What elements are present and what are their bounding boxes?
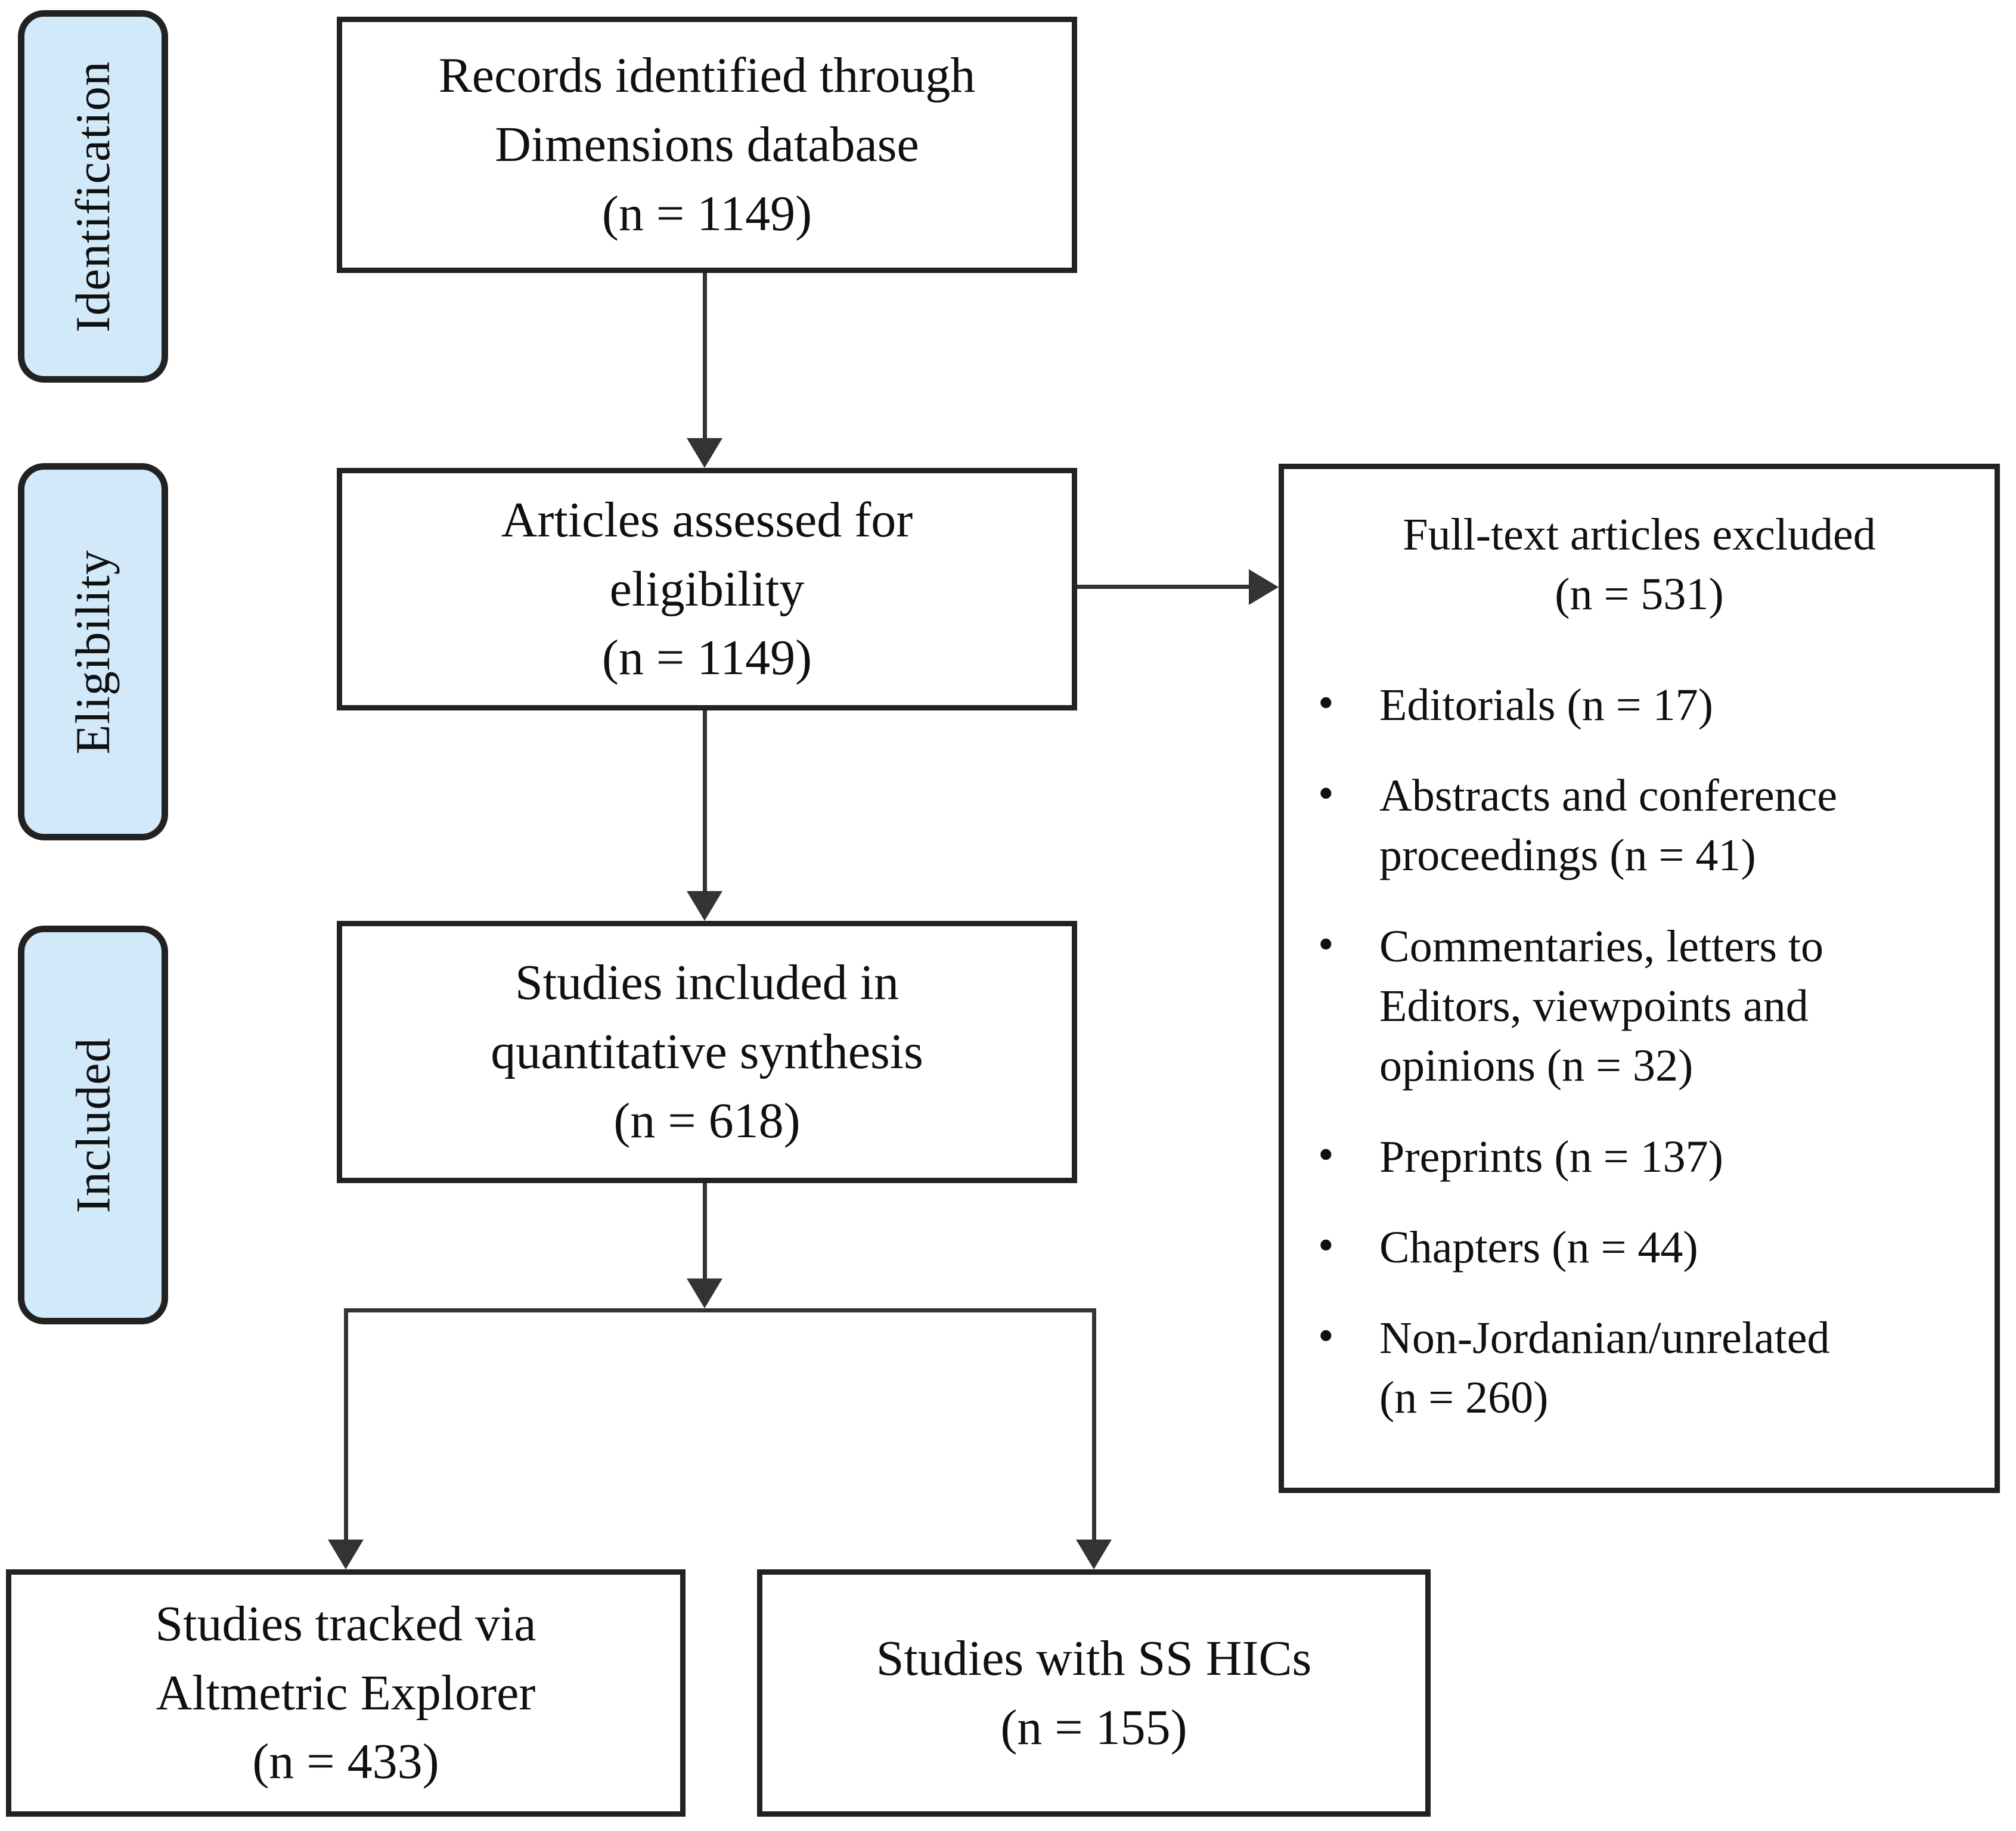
arrow-branch-to-altmetric-line [344, 1308, 348, 1541]
node-studies-ss-hics: Studies with SS HICs (n = 155) [757, 1569, 1431, 1817]
exclusion-title: Full-text articles excluded (n = 531) [1403, 510, 1876, 620]
arrow-included-to-branch-head [687, 1278, 722, 1308]
arrow-assessed-to-excluded-head [1249, 569, 1279, 605]
stage-included: Included [18, 926, 168, 1324]
exclusion-item: Preprints (n = 137) [1311, 1124, 1968, 1187]
node-articles-assessed: Articles assessed for eligibility (n = 1… [337, 468, 1077, 710]
arrow-branch-to-ss-hics-head [1076, 1540, 1112, 1569]
node-studies-included-label: Studies included in quantitative synthes… [491, 955, 923, 1149]
exclusion-item: Editorials (n = 17) [1311, 673, 1968, 735]
node-studies-altmetric-label: Studies tracked via Altmetric Explorer (… [155, 1596, 536, 1790]
node-studies-ss-hics-label: Studies with SS HICs (n = 155) [876, 1630, 1312, 1755]
arrow-branch-to-ss-hics-line [1092, 1308, 1096, 1541]
arrow-included-to-branch-line [703, 1183, 707, 1280]
arrow-records-to-assessed-head [687, 438, 722, 468]
arrow-records-to-assessed-line [703, 273, 707, 439]
stage-identification: Identification [18, 10, 168, 383]
exclusion-item: Commentaries, letters to Editors, viewpo… [1311, 914, 1968, 1096]
exclusion-bullet-list: Editorials (n = 17) Abstracts and confer… [1311, 673, 1968, 1428]
node-articles-assessed-label: Articles assessed for eligibility (n = 1… [501, 492, 913, 686]
stage-identification-label: Identification [66, 60, 120, 333]
branch-bar [344, 1308, 1096, 1312]
arrow-assessed-to-excluded-line [1077, 585, 1250, 589]
stage-eligibility: Eligibility [18, 463, 168, 840]
arrow-assessed-to-included-head [687, 891, 722, 921]
exclusion-item: Abstracts and conference proceedings (n … [1311, 764, 1968, 886]
exclusion-item: Chapters (n = 44) [1311, 1215, 1968, 1277]
arrow-assessed-to-included-line [703, 710, 707, 892]
exclusion-item: Non-Jordanian/unrelated (n = 260) [1311, 1306, 1968, 1428]
node-records-identified-label: Records identified through Dimensions da… [438, 48, 976, 241]
node-studies-altmetric: Studies tracked via Altmetric Explorer (… [6, 1569, 686, 1817]
node-studies-included: Studies included in quantitative synthes… [337, 921, 1077, 1183]
exclusion-box: Full-text articles excluded (n = 531) Ed… [1279, 464, 2000, 1493]
stage-included-label: Included [66, 1037, 120, 1213]
arrow-branch-to-altmetric-head [328, 1540, 364, 1569]
stage-eligibility-label: Eligibility [66, 549, 120, 755]
node-records-identified: Records identified through Dimensions da… [337, 17, 1077, 273]
